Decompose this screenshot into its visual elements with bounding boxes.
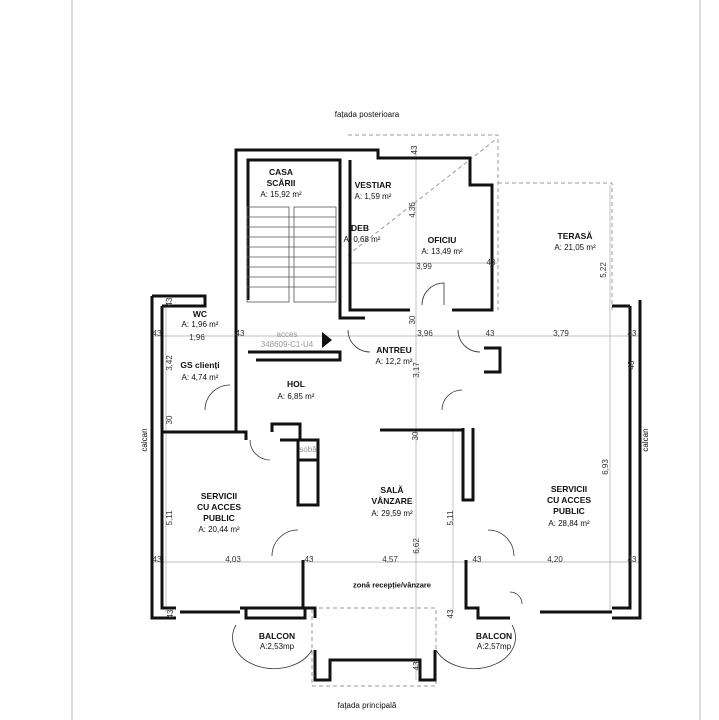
dimension-label: 43 xyxy=(446,609,455,619)
dimension-lines xyxy=(152,150,640,680)
dimension-label: 6,62 xyxy=(412,538,421,554)
dimension-label: 3,96 xyxy=(417,329,433,338)
dimension-label: 43 xyxy=(485,329,495,338)
room-area: A: 1,59 m² xyxy=(354,192,392,201)
front-facade-label: fațada principală xyxy=(337,701,397,710)
access-label: acces xyxy=(276,330,298,339)
dimension-label: 30 xyxy=(408,315,417,325)
dimension-label: 43 xyxy=(627,329,637,338)
door-swings xyxy=(204,282,523,670)
dimension-label: 43 xyxy=(412,661,421,671)
room-name: TERASĂ xyxy=(557,230,593,241)
dimension-label: 43 xyxy=(152,329,162,338)
dimension-label: 3,17 xyxy=(412,362,421,378)
room-name: WC xyxy=(192,308,208,319)
room-name: VÂNZARE xyxy=(371,495,413,506)
dimension-label: 30 xyxy=(411,431,420,441)
room-name: CASA xyxy=(268,166,294,177)
room-name: VESTIAR xyxy=(354,179,392,190)
room-name: GS clienți xyxy=(180,359,220,370)
dimension-label: 43 xyxy=(304,555,314,564)
zone-label: zonă recepție/vânzare xyxy=(353,580,431,590)
dimension-label: 4,03 xyxy=(225,555,241,564)
dimension-label: 43 xyxy=(235,329,245,338)
dimension-label: 43 xyxy=(152,555,162,564)
dimension-label: 5,11 xyxy=(446,510,455,526)
room-area: A: 15,92 m² xyxy=(260,190,302,199)
room-area: A: 29,59 m² xyxy=(371,509,413,518)
room-name: PUBLIC xyxy=(203,512,235,523)
dimension-label: 43 xyxy=(627,555,637,564)
room-name: SALĂ xyxy=(380,484,404,495)
room-name: PUBLIC xyxy=(553,505,585,516)
walls xyxy=(150,148,642,682)
room-area: A: 1,96 m² xyxy=(181,320,219,329)
dimension-label: 30 xyxy=(165,415,174,425)
dimension-label: 43 xyxy=(486,258,496,267)
room-name: BALCON xyxy=(475,630,513,641)
room-area: A:2,53mp xyxy=(259,642,295,651)
access-arrow-icon xyxy=(322,332,332,348)
room-area: A: 6,85 m² xyxy=(277,392,315,401)
room-name: SCĂRII xyxy=(266,177,296,188)
dimension-label: 43 xyxy=(627,360,636,370)
room-name: HOL xyxy=(287,378,305,389)
dimension-label: 1,96 xyxy=(189,333,205,342)
room-area: A: 12,2 m² xyxy=(375,357,413,366)
room-name: SERVICII xyxy=(550,483,588,494)
terrace-outline xyxy=(311,134,613,687)
room-name: CU ACCES xyxy=(546,494,592,505)
dimension-label: 3,99 xyxy=(416,262,432,271)
stairs xyxy=(246,206,337,303)
dimension-label: 6,93 xyxy=(601,459,610,475)
dimension-label: 4,57 xyxy=(382,555,398,564)
room-area: A: 13,49 m² xyxy=(421,247,463,256)
dimension-label: 3,42 xyxy=(165,355,174,371)
frame-lines xyxy=(71,0,701,720)
room-area: A: 4,74 m² xyxy=(181,373,219,382)
left-party-wall-label: calcan xyxy=(140,428,149,452)
room-name: CU ACCES xyxy=(196,501,242,512)
dimension-label: 5,22 xyxy=(599,262,608,278)
dimension-label: 43 xyxy=(165,297,174,307)
room-area: A: 28,84 m² xyxy=(548,519,590,528)
rear-facade-label: fațada posterioara xyxy=(334,110,400,119)
dimension-label: 43 xyxy=(166,609,175,619)
access-code: 348609-C1-U4 xyxy=(260,340,314,349)
room-area: A: 21,05 m² xyxy=(554,243,596,252)
stove-label: sobă xyxy=(299,445,317,454)
room-area: A:2,57mp xyxy=(476,642,512,651)
room-name: ANTREU xyxy=(376,344,412,355)
room-area: A: 0,68 m² xyxy=(343,235,381,244)
room-name: BALCON xyxy=(258,630,296,641)
dimension-label: 43 xyxy=(410,145,419,155)
dimension-label: 4,36 xyxy=(408,202,417,218)
room-area: A: 20,44 m² xyxy=(198,525,240,534)
dimension-label: 3,79 xyxy=(553,329,569,338)
room-name: DEB xyxy=(351,222,369,233)
right-party-wall-label: calcan xyxy=(641,428,650,452)
room-name: SERVICII xyxy=(200,490,238,501)
dimension-label: 43 xyxy=(472,555,482,564)
dimension-label: 5,11 xyxy=(165,510,174,526)
room-name: OFICIU xyxy=(427,234,457,245)
dimension-label: 4,20 xyxy=(547,555,563,564)
